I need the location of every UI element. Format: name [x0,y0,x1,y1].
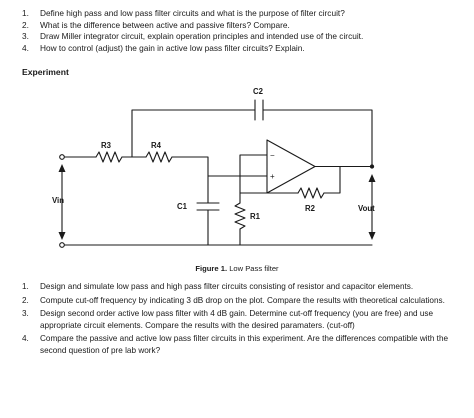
wire [131,109,256,158]
task-text: Compare the passive and active low pass … [40,334,449,355]
label-c1: C1 [177,202,188,211]
question-item: 4. How to control (adjust) the gain in ac… [22,43,462,55]
task-number: 4. [22,334,29,344]
wire [323,165,341,194]
task-item: 1. Design and simulate low pass and high … [22,281,462,293]
task-item: 3. Design second order active low pass fi… [22,308,462,331]
question-text: Draw Miller integrator circuit, explain … [40,31,364,42]
opamp-minus-sign: − [270,151,275,160]
resistor-r2 [297,187,325,199]
label-vin: Vin [52,196,64,205]
output-node [369,164,375,169]
question-text: Define high pass and low pass filter cir… [40,8,345,18]
question-list: 1. Define high pass and low pass filter c… [22,8,462,54]
figure-label: Figure 1. [195,264,228,273]
resistor-r3 [95,151,123,163]
task-text: Compute cut-off frequency by indicating … [40,295,445,305]
question-number: 4. [22,42,29,53]
question-number: 3. [22,31,29,42]
figure-caption-text: Low Pass filter [229,264,279,273]
figure-caption: Figure 1. Low Pass filter [0,264,474,273]
task-item: 2. Compute cut-off frequency by indicatin… [22,295,462,307]
task-number: 2. [22,295,29,305]
label-c2: C2 [253,87,264,96]
question-item: 3. Draw Miller integrator circuit, explai… [22,31,462,43]
wire [239,154,299,194]
task-text: Design second order active low pass filt… [40,309,434,330]
section-heading: Experiment [22,67,69,77]
task-text: Design and simulate low pass and high pa… [40,282,414,291]
task-list: 1. Design and simulate low pass and high … [22,281,462,359]
input-terminal [59,154,65,160]
vout-arrow-head [368,174,376,182]
label-r1: R1 [250,212,261,221]
question-number: 2. [22,19,29,30]
wire [262,109,373,167]
vout-arrow-tail [368,232,376,240]
label-r3: R3 [101,141,112,150]
question-text: What is the difference between active an… [40,19,290,30]
question-item: 1. Define high pass and low pass filter c… [22,8,462,20]
label-r4: R4 [151,141,162,150]
label-vout: Vout [358,204,375,213]
vin-arrow-tail [58,232,66,240]
resistor-r1 [234,202,246,230]
question-text: How to control (adjust) the gain in acti… [40,42,305,53]
wire [171,156,268,177]
opamp-plus-sign: + [270,172,275,181]
ground-terminal [59,242,65,248]
op-amp [266,139,316,194]
task-item: 4. Compare the passive and active low pas… [22,333,462,356]
task-number: 1. [22,282,29,291]
question-item: 2. What is the difference between active … [22,20,462,32]
capacitor-c2 [254,99,264,121]
capacitor-c1 [196,202,220,211]
label-r2: R2 [305,204,316,213]
resistor-r4 [145,151,173,163]
task-number: 3. [22,309,29,319]
question-number: 1. [22,8,29,18]
vin-arrow-head [58,164,66,172]
